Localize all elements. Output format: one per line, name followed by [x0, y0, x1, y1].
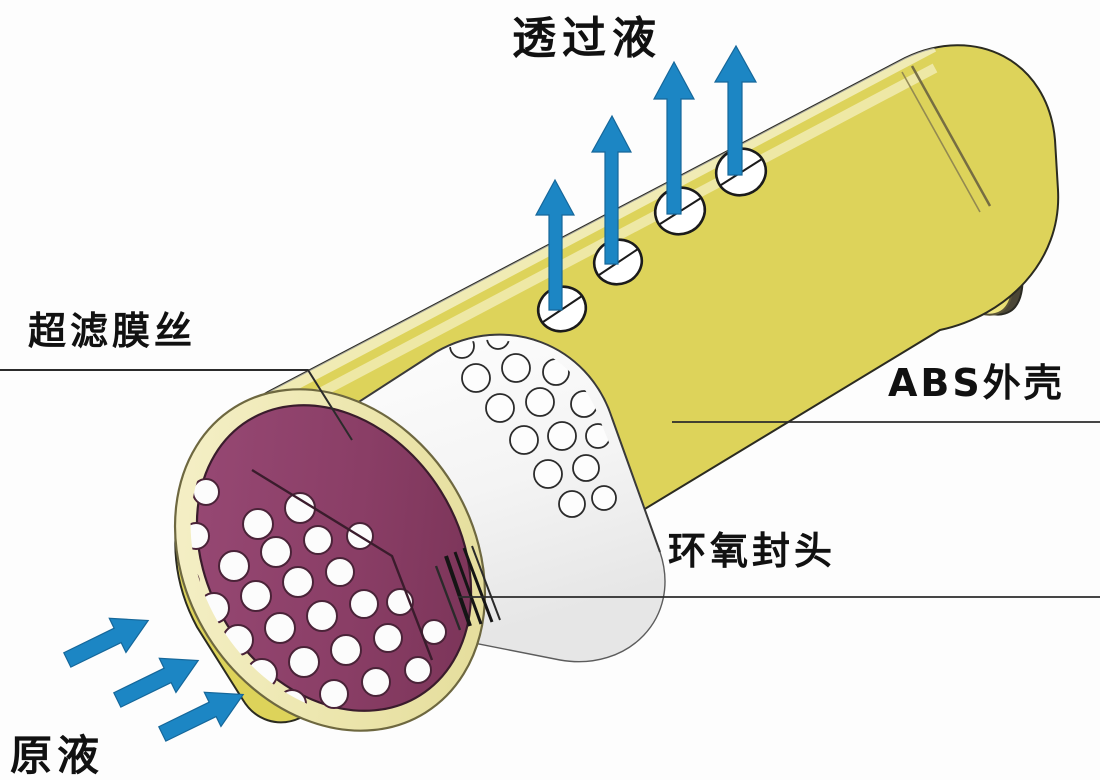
feed-arrow: [62, 617, 150, 668]
permeate-arrow: [713, 44, 758, 176]
permeate-arrow: [652, 60, 696, 215]
feed-arrow: [112, 657, 200, 708]
permeate-arrows: [534, 44, 758, 311]
permeate-arrow: [534, 178, 576, 311]
feed-arrow: [157, 691, 245, 742]
label-feed: 原液: [10, 731, 105, 780]
epoxy-seal-bands: [434, 545, 501, 631]
label-membrane-fiber: 超滤膜丝: [28, 309, 197, 353]
label-permeate: 透过液: [512, 13, 662, 64]
leader-lines: [0, 369, 1100, 598]
permeate-arrow: [590, 114, 632, 265]
label-abs-housing: ABS外壳: [888, 361, 1065, 405]
label-epoxy-potting: 环氧封头: [668, 529, 837, 573]
leader-line-membrane-fiber: [0, 369, 353, 441]
epoxy-potting-face: [172, 388, 487, 743]
feed-arrows: [62, 617, 245, 742]
